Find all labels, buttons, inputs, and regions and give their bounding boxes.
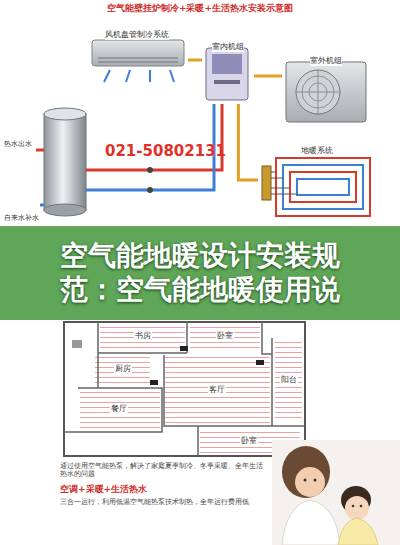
indoor-unit <box>206 48 248 100</box>
floor-plan <box>64 322 305 456</box>
pipe-connector <box>238 104 258 180</box>
floor-heating-node: 地暖系统 <box>258 138 376 222</box>
component-label: 风机盘管制冷系统 <box>105 29 169 40</box>
room-label: 餐厅 <box>110 404 128 414</box>
pipe-label: 自来水补水 <box>4 214 39 223</box>
outdoor-unit-node: 室外机组 <box>282 48 370 126</box>
pipe-label: 热水出水 <box>4 140 32 149</box>
room-label: 卧室 <box>216 331 234 341</box>
caption-note: 通过使用空气能热泵，解决了家庭夏季制冷、冬季采暖、全年生活热水的问题 <box>60 462 268 478</box>
fan-coil-node: 风机盘管制冷系统 <box>86 22 188 86</box>
diagram-title: 空气能壁挂炉制冷+采暖+生活热水安装示意图 <box>0 3 400 14</box>
component-label: 室外机组 <box>310 55 342 66</box>
water-tank <box>36 108 86 216</box>
room-label: 书房 <box>134 331 152 341</box>
room-label: 厨房 <box>114 364 132 374</box>
pipe-connector <box>254 75 282 78</box>
outdoor-unit <box>286 62 366 122</box>
indoor-unit-node: 室内机组 <box>202 34 254 104</box>
phone-watermark: 021-50802131 <box>105 142 226 161</box>
room-label: 阳台 <box>280 375 298 385</box>
family-photo <box>272 440 400 545</box>
caption-heading: 空调+采暖+生活热水 <box>60 484 147 495</box>
room-label: 卧室 <box>240 436 258 446</box>
component-label: 地暖系统 <box>301 145 333 156</box>
caption-note: 三合一运行，利用低温空气能热泵技术制热，全年运行费用低 <box>60 498 265 506</box>
component-label: 室内机组 <box>212 41 244 52</box>
banner-heading: 空气能地暖设计安装规范：空气能地暖使用说 <box>50 239 350 306</box>
pipe-connector <box>188 59 202 62</box>
title-banner: 空气能地暖设计安装规范：空气能地暖使用说 <box>0 226 400 320</box>
hot-pipe <box>86 104 222 170</box>
floor-heating-loops <box>262 158 370 216</box>
room-label: 客厅 <box>208 385 226 395</box>
fan-coil-unit <box>92 40 184 82</box>
